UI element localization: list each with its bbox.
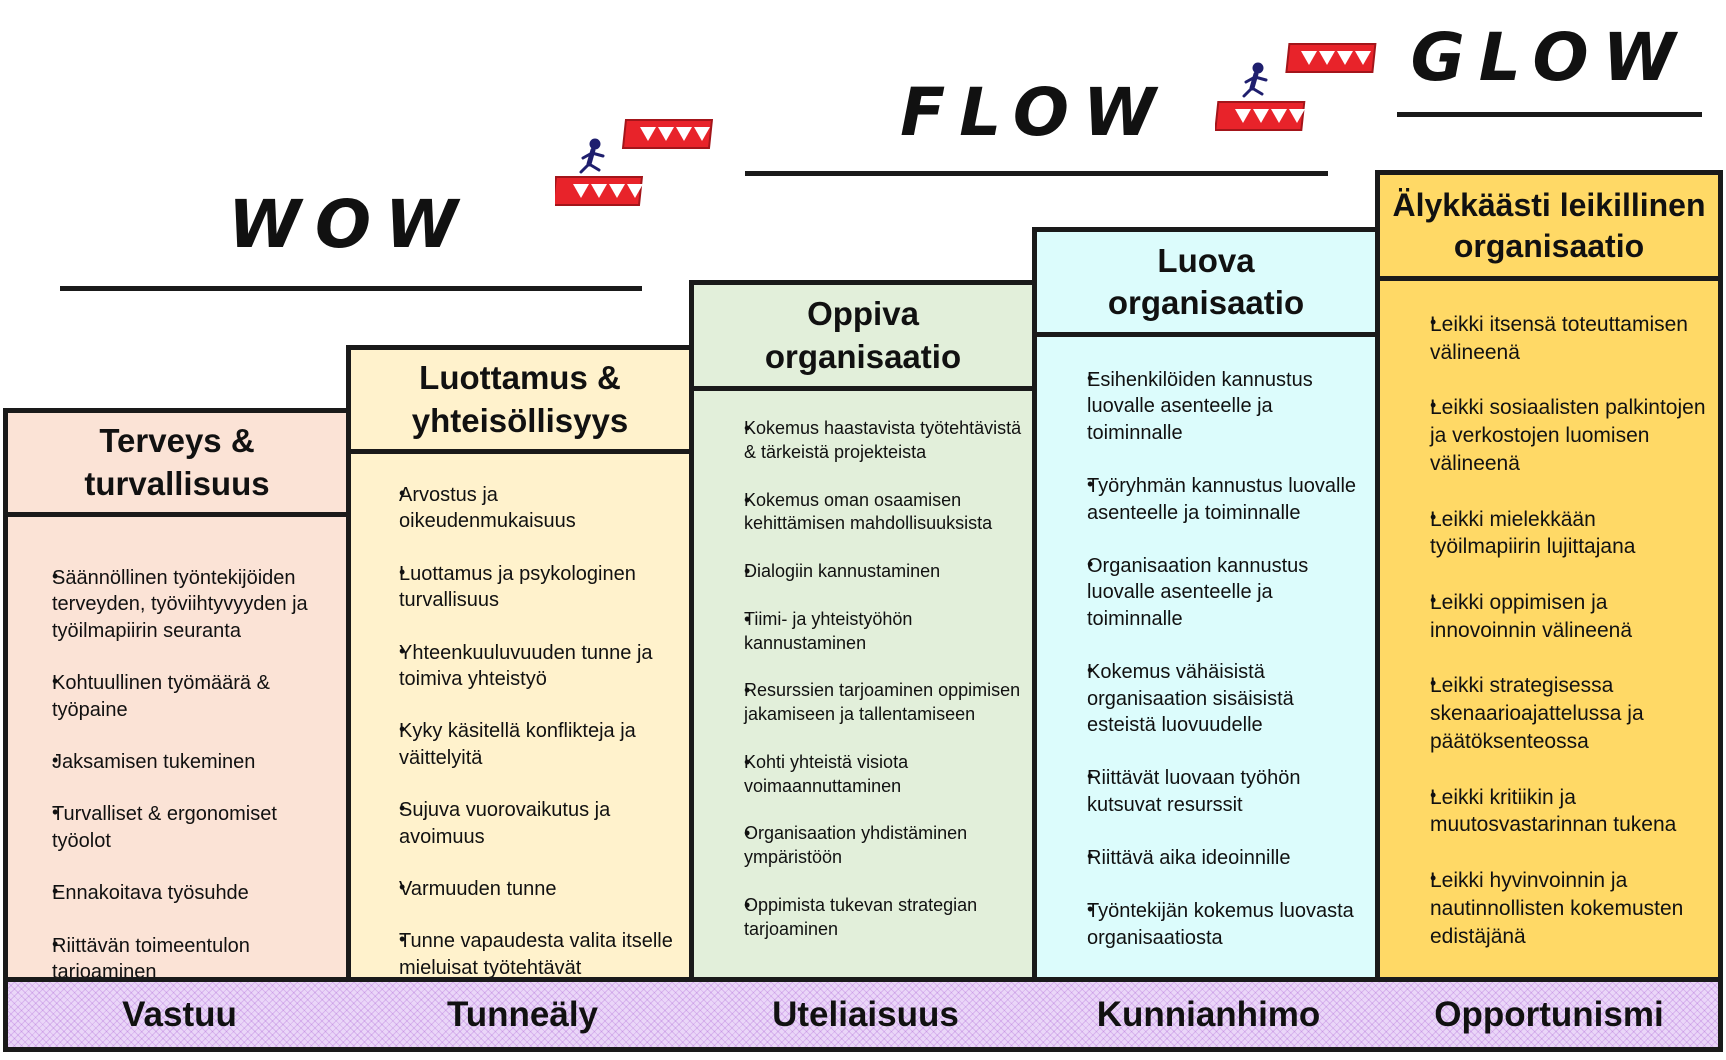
runner-icon [579,138,605,174]
footer-row: Vastuu Tunneäly Uteliaisuus Kunnianhimo … [3,977,1723,1052]
column-header: Älykkäästi leikillinen organisaatio [1380,175,1718,281]
item-list: Leikki itsensä toteuttamisen välineenä L… [1390,311,1710,950]
column-title-line2: turvallisuus [84,464,270,502]
column-body: Arvostus ja oikeudenmukaisuus Luottamus … [351,454,689,980]
list-item: Tunne vapaudesta valita itselle mieluisa… [361,928,679,981]
item-list: Esihenkilöiden kannustus luovalle asente… [1047,367,1365,951]
column-title-line2: yhteisöllisyys [411,401,629,439]
list-item: Leikki hyvinvoinnin ja nautinnollisten k… [1390,867,1710,950]
list-item: Turvalliset & ergonomiset työolot [16,801,336,854]
column-body: Kokemus haastavista työtehtävistä & tärk… [694,391,1032,980]
list-item: Riittävät luovaan työhön kutsuvat resurs… [1047,765,1365,818]
list-item: Jaksamisen tukeminen [16,749,336,775]
column-oppiva: Oppiva organisaatio Kokemus haastavista … [689,280,1037,980]
item-list: Arvostus ja oikeudenmukaisuus Luottamus … [361,482,679,981]
column-luova: Luova organisaatio Esihenkilöiden kannus… [1032,227,1380,980]
column-title-line2: organisaatio [764,337,962,375]
level-underline-wow [60,286,642,291]
list-item: Kohti yhteistä visiota voimaannuttaminen [704,751,1022,799]
list-item: Kokemus vähäisistä organisaation sisäisi… [1047,659,1365,738]
column-leikillinen: Älykkäästi leikillinen organisaatio Leik… [1375,170,1723,980]
list-item: Työntekijän kokemus luovasta organisaati… [1047,898,1365,951]
list-item: Leikki strategisessa skenaarioajatteluss… [1390,672,1710,755]
list-item: Dialogiin kannustaminen [704,560,1022,584]
list-item: Sujuva vuorovaikutus ja avoimuus [361,797,679,850]
column-title-line1: Luova [1157,241,1255,279]
list-item: Yhteenkuuluvuuden tunne ja toimiva yhtei… [361,640,679,693]
footer-label-tunneaely: Tunneäly [446,994,599,1034]
level-title-wow: WOW [228,186,472,263]
item-list: Säännöllinen työntekijöiden terveyden, t… [16,565,336,985]
hurdle-icon [1285,43,1377,73]
hurdle-runner-group-1 [555,119,714,206]
list-item: Resurssien tarjoaminen oppimisen jakamis… [704,679,1022,727]
list-item: Työryhmän kannustus luovalle asenteelle … [1047,473,1365,526]
column-body: Esihenkilöiden kannustus luovalle asente… [1037,337,1375,980]
list-item: Organisaation kannustus luovalle asentee… [1047,553,1365,632]
list-item: Kohtuullinen työmäärä & työpaine [16,670,336,723]
column-title-line1: Oppiva [807,295,919,333]
column-header: Luova organisaatio [1037,232,1375,337]
list-item: Oppimista tukevan strategian tarjoaminen [704,894,1022,942]
list-item: Säännöllinen työntekijöiden terveyden, t… [16,565,336,644]
list-item: Leikki oppimisen ja innovoinnin välineen… [1390,589,1710,644]
column-terveys: Terveys & turvallisuus Säännöllinen työn… [3,408,351,983]
column-header: Terveys & turvallisuus [8,413,346,517]
column-header: Luottamus & yhteisöllisyys [351,350,689,454]
list-item: Leikki kritiikin ja muutosvastarinnan tu… [1390,784,1710,839]
list-item: Ennakoitava työsuhde [16,880,336,906]
column-title-line2: organisaatio [1453,227,1645,264]
list-item: Arvostus ja oikeudenmukaisuus [361,482,679,535]
level-title-glow: GLOW [1410,19,1690,96]
list-item: Organisaation yhdistäminen ympäristöön [704,822,1022,870]
hurdle-runner-group-2 [1215,43,1377,131]
column-body: Säännöllinen työntekijöiden terveyden, t… [8,517,346,983]
column-title-line1: Terveys & [99,422,255,460]
column-title-line1: Älykkäästi leikillinen [1392,186,1706,223]
footer-label-kunnianhimo: Kunnianhimo [1096,994,1321,1034]
hurdle-icon [1215,101,1306,131]
list-item: Leikki mielekkään työilmapiirin lujittaj… [1390,506,1710,561]
footer-label-vastuu: Vastuu [122,994,237,1034]
list-item: Riittävä aika ideoinnille [1047,845,1365,871]
list-item: Varmuuden tunne [361,876,679,902]
list-item: Kokemus haastavista työtehtävistä & tärk… [704,417,1022,465]
runner-icon [1242,62,1268,98]
list-item: Tiimi- ja yhteistyöhön kannustaminen [704,608,1022,656]
footer-label-uteliaisuus: Uteliaisuus [772,994,959,1034]
column-title-line2: organisaatio [1107,284,1305,321]
list-item: Esihenkilöiden kannustus luovalle asente… [1047,367,1365,446]
item-list: Kokemus haastavista työtehtävistä & tärk… [704,417,1022,941]
column-header: Oppiva organisaatio [694,285,1032,391]
column-luottamus: Luottamus & yhteisöllisyys Arvostus ja o… [346,345,694,980]
footer-label-opportunismi: Opportunismi [1434,994,1664,1034]
level-underline-flow [745,171,1328,176]
list-item: Luottamus ja psykologinen turvallisuus [361,561,679,614]
hurdle-icon [621,119,714,149]
column-title-line1: Luottamus & [419,359,621,397]
level-title-flow: FLOW [900,74,1170,151]
level-underline-glow [1397,112,1702,117]
hurdle-icon [555,176,644,206]
list-item: Leikki itsensä toteuttamisen välineenä [1390,311,1710,366]
list-item: Kokemus oman osaamisen kehittämisen mahd… [704,489,1022,537]
list-item: Kyky käsitellä konflikteja ja väittelyit… [361,718,679,771]
column-body: Leikki itsensä toteuttamisen välineenä L… [1380,281,1718,980]
list-item: Leikki sosiaalisten palkintojen ja verko… [1390,394,1710,477]
